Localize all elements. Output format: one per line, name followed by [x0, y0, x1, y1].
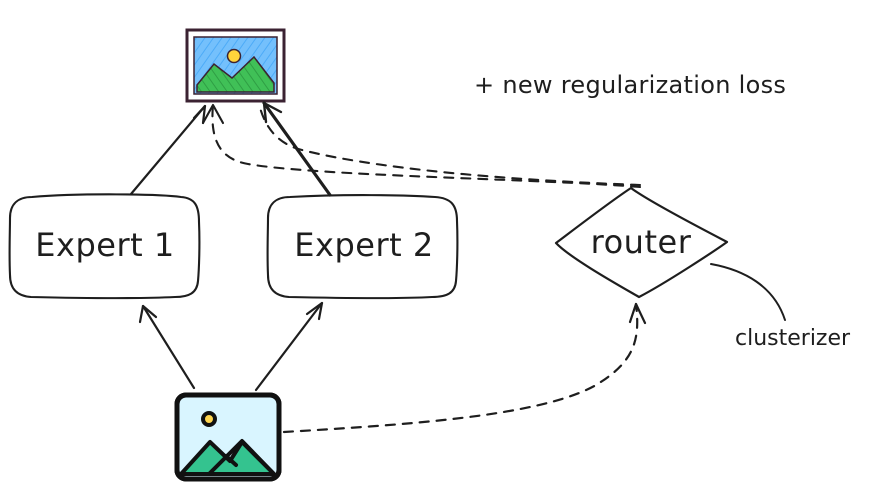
- input-to-expert-2-arrow: [254, 301, 324, 392]
- clusterizer-label: clusterizer: [735, 326, 851, 351]
- input-to-router-dashed-arrow: [282, 302, 647, 434]
- expert-2-node: Expert 2: [266, 194, 459, 300]
- output-picture-icon: [185, 28, 286, 103]
- input-to-expert-1-arrow: [138, 304, 196, 390]
- expert-1-to-output-arrow: [129, 104, 207, 196]
- router-node: router: [554, 186, 729, 299]
- expert-1-label: Expert 1: [35, 226, 174, 264]
- regularization-note: + new regularization loss: [474, 71, 786, 99]
- router-to-output-dashed-arrows: [201, 102, 642, 189]
- input-picture-icon: [174, 392, 282, 482]
- expert-2-label: Expert 2: [294, 226, 433, 264]
- clusterizer-callout: clusterizer: [710, 263, 851, 351]
- expert-1-node: Expert 1: [8, 193, 201, 300]
- router-label: router: [591, 223, 692, 261]
